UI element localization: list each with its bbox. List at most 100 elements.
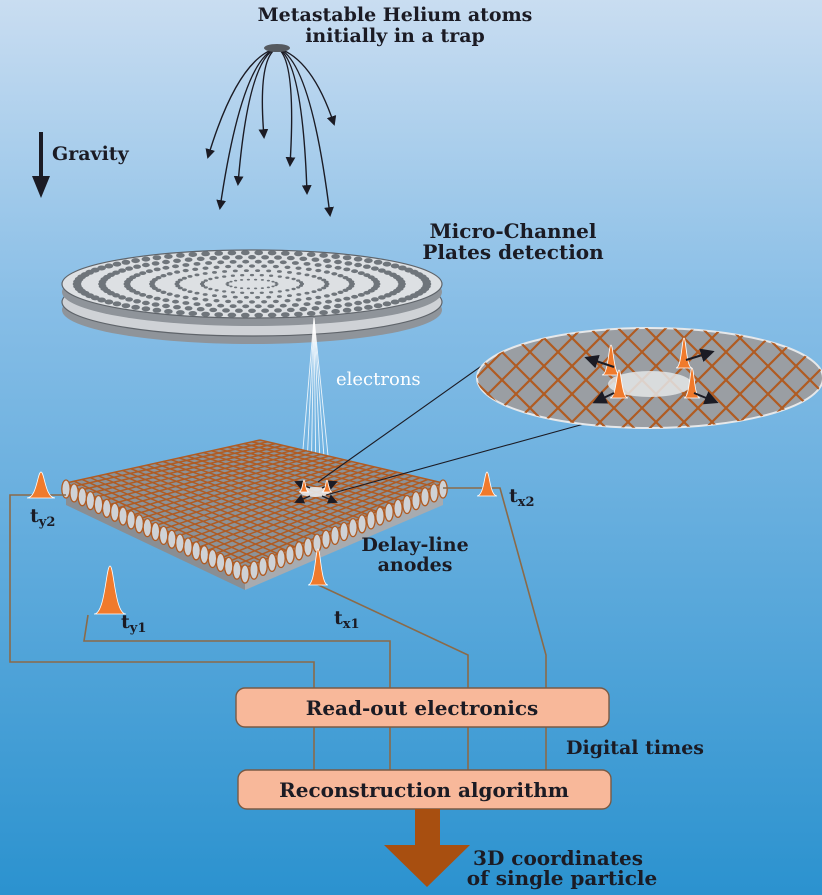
channel-hole bbox=[217, 260, 225, 265]
channel-hole bbox=[303, 302, 311, 306]
channel-hole bbox=[249, 300, 255, 304]
channel-hole bbox=[241, 250, 250, 256]
channel-hole bbox=[151, 302, 160, 307]
channel-hole bbox=[243, 296, 249, 299]
channel-hole bbox=[177, 286, 183, 290]
channel-hole bbox=[291, 261, 299, 265]
channel-hole bbox=[118, 295, 126, 300]
coil-loop bbox=[142, 517, 153, 538]
channel-hole bbox=[254, 250, 263, 256]
channel-hole bbox=[145, 294, 153, 299]
anode-label-line2: anodes bbox=[377, 554, 453, 576]
channel-hole bbox=[317, 276, 323, 280]
channel-hole bbox=[321, 278, 327, 282]
channel-hole bbox=[176, 310, 185, 316]
channel-hole bbox=[125, 266, 133, 271]
mcp-label-line2: Plates detection bbox=[422, 240, 604, 264]
channel-hole bbox=[229, 260, 237, 264]
channel-hole bbox=[234, 279, 238, 282]
coil-loop bbox=[85, 490, 96, 511]
channel-hole bbox=[323, 280, 329, 284]
channel-hole bbox=[184, 306, 193, 311]
source-title-line2: initially in a trap bbox=[305, 25, 485, 47]
channel-hole bbox=[371, 297, 379, 302]
pulse-ty2 bbox=[26, 471, 56, 499]
channel-hole bbox=[259, 274, 264, 277]
channel-hole bbox=[323, 270, 330, 274]
output-label-line2: of single particle bbox=[466, 866, 658, 890]
channel-hole bbox=[295, 298, 302, 302]
channel-hole bbox=[271, 285, 275, 288]
channel-hole bbox=[277, 290, 282, 293]
coil-loop bbox=[303, 537, 313, 557]
channel-hole bbox=[260, 287, 264, 289]
channel-hole bbox=[353, 256, 363, 262]
channel-hole bbox=[331, 254, 340, 259]
signal-wires bbox=[9, 487, 547, 770]
channel-hole bbox=[160, 274, 167, 278]
channel-hole bbox=[192, 297, 199, 301]
channel-hole bbox=[145, 269, 153, 274]
channel-hole bbox=[153, 296, 161, 301]
channel-hole bbox=[112, 301, 122, 307]
channel-hole bbox=[139, 293, 147, 297]
channel-hole bbox=[267, 312, 277, 318]
channel-hole bbox=[277, 275, 282, 278]
channel-hole bbox=[287, 294, 292, 297]
channel-hole bbox=[334, 298, 342, 303]
channel-hole bbox=[344, 302, 353, 307]
channel-hole bbox=[173, 258, 181, 263]
channel-hole bbox=[276, 270, 282, 273]
channel-hole bbox=[226, 281, 230, 284]
down-arrow-icon bbox=[32, 132, 50, 198]
pulse-tx2 bbox=[476, 471, 498, 497]
channel-hole bbox=[267, 304, 275, 308]
channel-hole bbox=[225, 264, 232, 269]
channel-hole bbox=[201, 311, 210, 317]
channel-hole bbox=[182, 295, 189, 300]
channel-hole bbox=[196, 256, 205, 261]
pulse-ty1 bbox=[93, 565, 127, 615]
channel-hole bbox=[266, 286, 270, 289]
channel-hole bbox=[267, 260, 275, 264]
channel-hole bbox=[217, 303, 225, 308]
coil-loop bbox=[348, 517, 358, 538]
channel-hole bbox=[304, 291, 310, 295]
channel-hole bbox=[299, 307, 308, 312]
coil-loop bbox=[191, 541, 202, 561]
channel-hole bbox=[214, 276, 219, 279]
channel-hole bbox=[353, 306, 363, 312]
channel-hole bbox=[212, 271, 217, 274]
gravity-label: Gravity bbox=[52, 143, 129, 165]
signal-tx1-label: tx1 bbox=[334, 607, 360, 632]
coil-loop bbox=[118, 506, 128, 526]
channel-hole bbox=[202, 298, 209, 302]
channel-hole bbox=[354, 300, 362, 306]
channel-hole bbox=[141, 256, 151, 262]
trajectory-line bbox=[276, 47, 312, 195]
channel-hole bbox=[390, 263, 400, 269]
atom-trap bbox=[205, 44, 337, 217]
trajectory-line bbox=[233, 47, 278, 186]
channel-hole bbox=[384, 293, 392, 298]
channel-hole bbox=[174, 294, 181, 298]
channel-hole bbox=[314, 301, 322, 305]
trap-cloud bbox=[264, 44, 290, 52]
channel-hole bbox=[112, 261, 122, 267]
channel-hole bbox=[319, 310, 328, 316]
channel-hole bbox=[213, 299, 220, 303]
channel-hole bbox=[97, 297, 106, 303]
wire-coils-left bbox=[61, 479, 250, 584]
channel-hole bbox=[166, 272, 173, 276]
channel-hole bbox=[152, 307, 162, 313]
channel-hole bbox=[276, 295, 282, 298]
channel-hole bbox=[175, 280, 181, 284]
channel-hole bbox=[230, 291, 235, 294]
channel-hole bbox=[378, 268, 386, 273]
coil-loop bbox=[420, 487, 430, 507]
coil-loop bbox=[411, 490, 421, 511]
channel-hole bbox=[255, 269, 261, 272]
impact-arrows bbox=[294, 480, 338, 504]
channel-hole bbox=[214, 289, 219, 292]
